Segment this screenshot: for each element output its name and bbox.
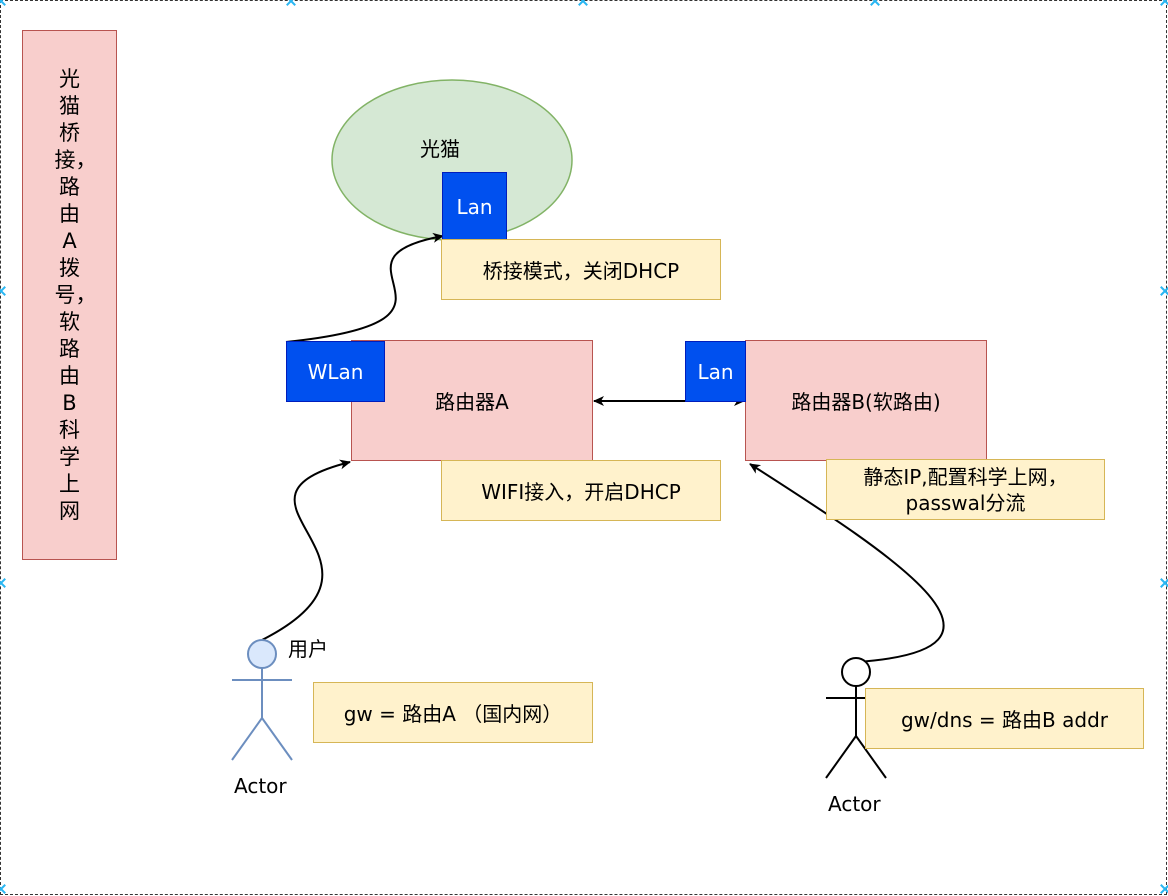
router-a-wlan-port[interactable]: WLan <box>286 341 385 402</box>
user-right-note[interactable]: gw/dns = 路由B addr <box>865 688 1144 749</box>
user-left-name: 用户 <box>288 637 328 661</box>
router-b-note[interactable]: 静态IP,配置科学上网， passwal分流 <box>826 459 1105 520</box>
modem-lan-port-label: Lan <box>456 195 493 219</box>
router-b-lan-port[interactable]: Lan <box>685 341 746 402</box>
router-a-box[interactable]: 路由器A <box>351 340 593 461</box>
modem-note[interactable]: 桥接模式，关闭DHCP <box>441 239 721 300</box>
actor-left-icon[interactable] <box>231 639 293 761</box>
wlan-to-modem-edge[interactable] <box>285 232 444 343</box>
router-a-wlan-label: WLan <box>307 359 364 384</box>
modem-label: 光猫 <box>420 137 460 161</box>
modem-note-text: 桥接模式，关闭DHCP <box>482 259 680 283</box>
actor-to-router-b-edge[interactable] <box>749 463 945 663</box>
router-a-label: 路由器A <box>435 390 509 414</box>
user-to-router-a-edge[interactable] <box>261 459 351 641</box>
router-a-note[interactable]: WIFI接入，开启DHCP <box>441 460 721 521</box>
router-b-label: 路由器B(软路由) <box>791 390 941 414</box>
user-left-note[interactable]: gw = 路由A （国内网） <box>313 682 593 743</box>
modem-lan-port[interactable]: Lan <box>442 172 507 242</box>
user-right-note-text: gw/dns = 路由B addr <box>900 708 1108 732</box>
router-b-box[interactable]: 路由器B(软路由) <box>745 340 987 461</box>
router-b-lan-label: Lan <box>697 359 734 384</box>
router-b-note-line1: 静态IP,配置科学上网， <box>863 464 1068 489</box>
router-a-note-text: WIFI接入，开启DHCP <box>481 480 681 504</box>
side-note-box[interactable]: 光猫桥接，路由A拨号，软路由B科学上网 <box>22 30 117 560</box>
user-left-caption: Actor <box>234 774 287 798</box>
user-right-caption: Actor <box>828 792 881 816</box>
user-left-note-text: gw = 路由A （国内网） <box>343 702 563 726</box>
router-b-note-line2: passwal分流 <box>905 490 1026 515</box>
